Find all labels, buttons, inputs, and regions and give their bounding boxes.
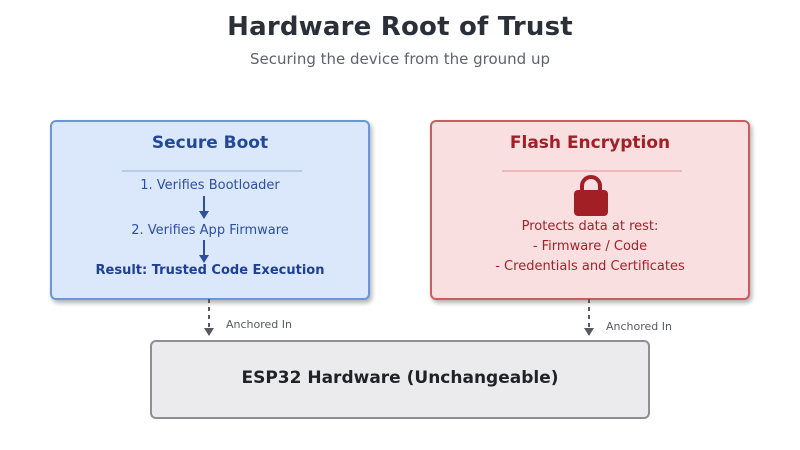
flash-encryption-box: Flash Encryption Protects data at rest: … (430, 120, 750, 300)
secure-boot-box: Secure Boot 1. Verifies Bootloader 2. Ve… (50, 120, 370, 300)
lock-icon (574, 175, 608, 216)
diagram-subtitle: Securing the device from the ground up (250, 50, 550, 68)
secure-boot-divider (122, 170, 302, 172)
down-arrow-icon (199, 196, 209, 219)
result-trusted-execution: Result: Trusted Code Execution (95, 263, 325, 278)
firmware-code-item: - Firmware / Code (532, 239, 648, 254)
diagram-title: Hardware Root of Trust (227, 12, 573, 42)
step-verifies-bootloader: 1. Verifies Bootloader (140, 178, 280, 193)
esp32-hardware-label: ESP32 Hardware (Unchangeable) (241, 368, 559, 388)
esp32-hardware-box: ESP32 Hardware (Unchangeable) (150, 340, 650, 419)
anchored-connector-left (204, 299, 214, 336)
flash-encryption-divider (502, 170, 682, 172)
anchored-in-label-left: Anchored In (226, 318, 292, 331)
down-arrow-icon (199, 240, 209, 263)
flash-encryption-title: Flash Encryption (509, 133, 671, 153)
credentials-item: - Credentials and Certificates (495, 259, 685, 274)
anchored-connector-right (584, 299, 594, 336)
step-verifies-app-firmware: 2. Verifies App Firmware (131, 223, 289, 238)
secure-boot-title: Secure Boot (151, 133, 269, 153)
protects-data-text: Protects data at rest: (521, 219, 659, 234)
anchored-in-label-right: Anchored In (606, 320, 672, 333)
